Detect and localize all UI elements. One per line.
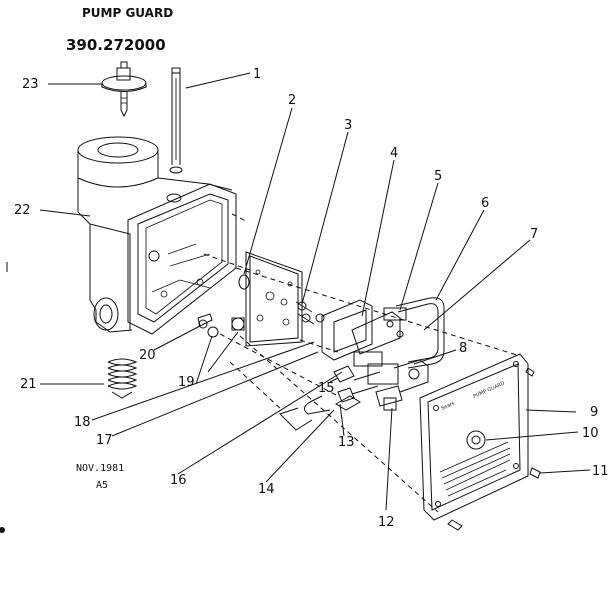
callout-14: 14 xyxy=(258,482,275,497)
margin-dot xyxy=(0,527,5,533)
callout-7: 7 xyxy=(530,227,538,242)
part-cover-plate: Sears PUMP GUARD xyxy=(419,353,529,521)
diagram-title: PUMP GUARD xyxy=(82,6,173,20)
callout-3: 3 xyxy=(344,118,352,133)
callout-9: 9 xyxy=(590,405,598,420)
callout-20: 20 xyxy=(139,348,156,363)
callout-10: 10 xyxy=(582,426,599,441)
assembly-lines xyxy=(203,213,521,513)
part-housing xyxy=(77,136,237,335)
part-wire-harness xyxy=(279,365,381,431)
model-number: 390.272000 xyxy=(66,36,166,54)
plate-title: PUMP GUARD xyxy=(472,381,506,400)
callout-4: 4 xyxy=(390,146,398,161)
part-rod xyxy=(169,67,183,174)
revision-code: A5 xyxy=(96,480,108,491)
part-cap-knob xyxy=(101,61,147,118)
leader-lines xyxy=(39,72,591,511)
part-screws xyxy=(197,313,245,338)
part-spring xyxy=(107,358,138,399)
callout-6: 6 xyxy=(481,196,489,211)
callout-13: 13 xyxy=(338,435,355,450)
callout-19: 19 xyxy=(178,375,195,390)
part-mount-screws xyxy=(295,301,325,325)
callout-8: 8 xyxy=(459,341,467,356)
callout-2: 2 xyxy=(288,93,296,108)
callout-5: 5 xyxy=(434,169,442,184)
plate-brand: Sears xyxy=(440,401,456,412)
callout-12: 12 xyxy=(378,515,395,530)
callout-16: 16 xyxy=(170,473,187,488)
callout-21: 21 xyxy=(20,377,37,392)
callout-22: 22 xyxy=(14,203,31,218)
callout-1: 1 xyxy=(253,67,261,82)
callout-11: 11 xyxy=(592,464,608,479)
callout-18: 18 xyxy=(74,415,91,430)
part-diaphragm-plate xyxy=(238,251,303,347)
revision-date: NOV.1981 xyxy=(76,463,124,474)
part-plate-screws xyxy=(447,367,541,531)
callout-23: 23 xyxy=(22,77,39,92)
callout-15: 15 xyxy=(318,381,335,396)
part-switch-assembly xyxy=(321,297,445,411)
callout-17: 17 xyxy=(96,433,113,448)
